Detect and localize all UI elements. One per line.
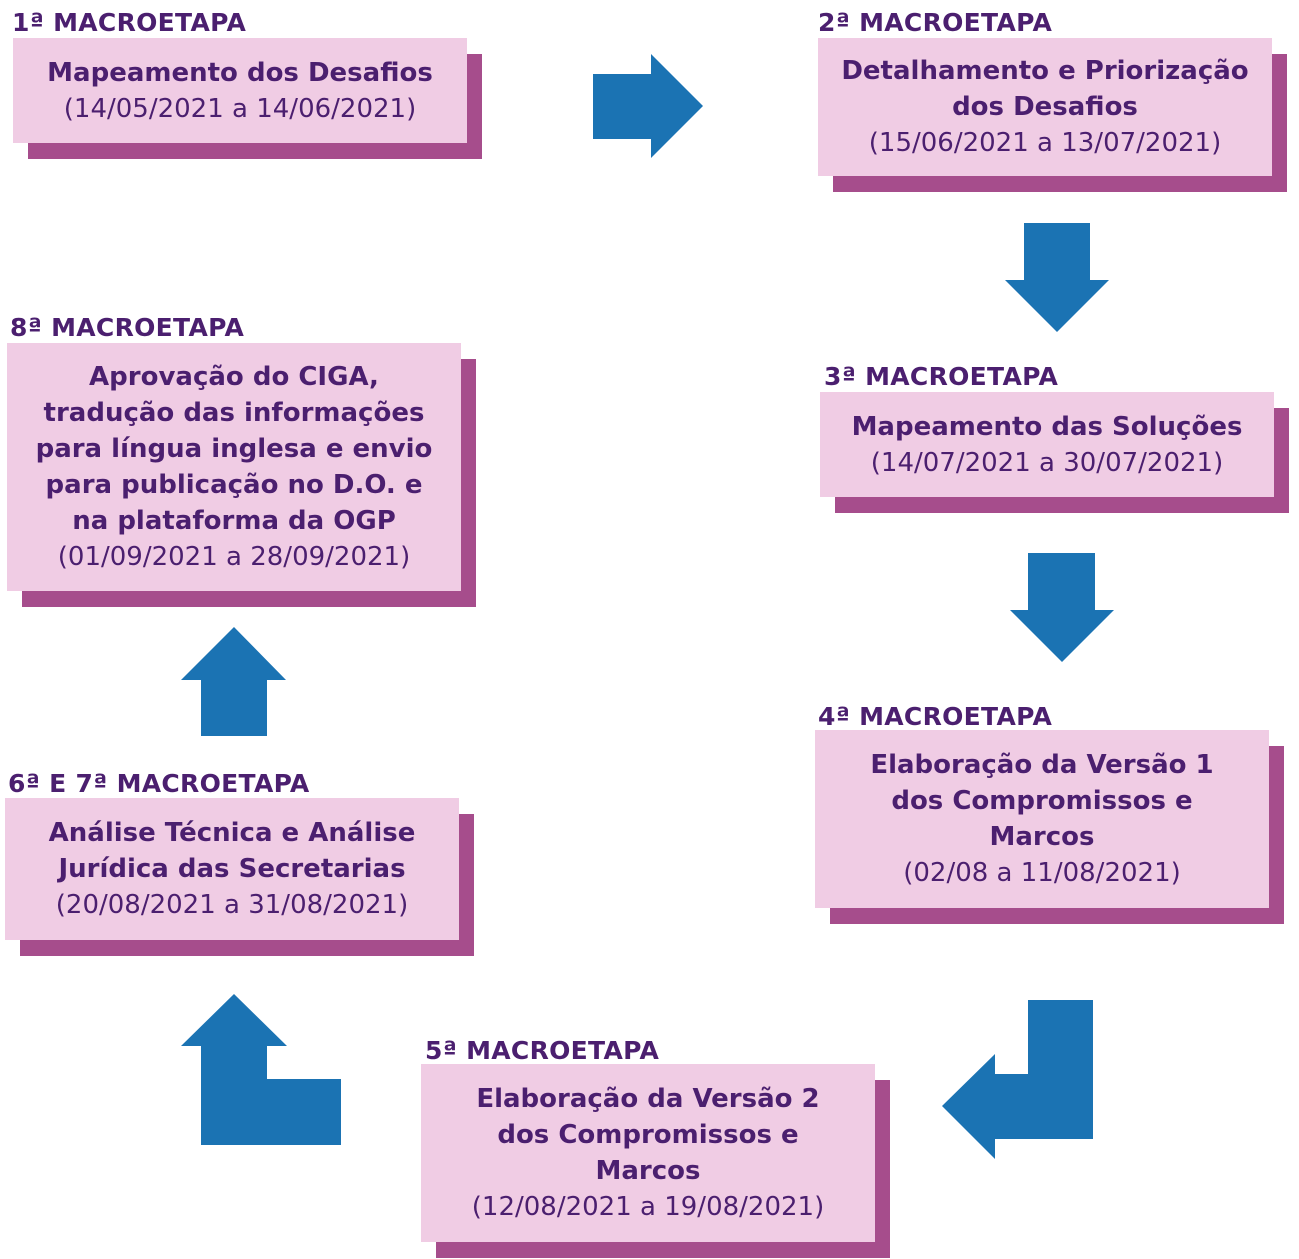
stage-3-title: Mapeamento das Soluções <box>851 411 1243 442</box>
stage-3-dates: (14/07/2021 a 30/07/2021) <box>870 447 1224 478</box>
arrow-bent-up-icon <box>181 994 341 1145</box>
stage-4-dates: (02/08 a 11/08/2021) <box>903 858 1181 888</box>
stage-2-title: Detalhamento e Priorização dos Desafios <box>841 56 1249 122</box>
stage-2-box: Detalhamento e Priorização dos Desafios … <box>818 38 1272 176</box>
stage-5-label: 5ª MACROETAPA <box>425 1036 660 1065</box>
arrow-down-icon <box>1010 553 1114 662</box>
arrow-down-icon <box>1005 223 1109 332</box>
arrow-up-icon <box>181 627 286 736</box>
stage-4-title: Elaboração da Versão 1 dos Compromissos … <box>870 750 1214 852</box>
arrow-right-icon <box>593 54 703 158</box>
arrow-bent-left-icon <box>942 1000 1093 1159</box>
stage-6-7-dates: (20/08/2021 a 31/08/2021) <box>55 890 409 920</box>
stage-4-box: Elaboração da Versão 1 dos Compromissos … <box>815 730 1269 908</box>
stage-8-title: Aprovação do CIGA, tradução das informaç… <box>35 362 433 536</box>
stage-8-box: Aprovação do CIGA, tradução das informaç… <box>7 343 461 591</box>
stage-6-7-title: Análise Técnica e Análise Jurídica das S… <box>48 818 416 884</box>
stage-5-dates: (12/08/2021 a 19/08/2021) <box>471 1192 825 1222</box>
stage-6-7-label: 6ª E 7ª MACROETAPA <box>8 769 310 798</box>
stage-2-label: 2ª MACROETAPA <box>818 8 1053 37</box>
stage-8-dates: (01/09/2021 a 28/09/2021) <box>57 542 411 572</box>
stage-1-box: Mapeamento dos Desafios (14/05/2021 a 14… <box>13 38 467 143</box>
stage-3-label: 3ª MACROETAPA <box>824 362 1059 391</box>
stage-1-dates: (14/05/2021 a 14/06/2021) <box>63 93 417 124</box>
stage-1-label: 1ª MACROETAPA <box>12 8 247 37</box>
stage-5-title: Elaboração da Versão 2 dos Compromissos … <box>476 1084 820 1186</box>
stage-4-label: 4ª MACROETAPA <box>818 702 1053 731</box>
stage-2-dates: (15/06/2021 a 13/07/2021) <box>868 128 1222 158</box>
stage-6-7-box: Análise Técnica e Análise Jurídica das S… <box>5 798 459 940</box>
stage-3-box: Mapeamento das Soluções (14/07/2021 a 30… <box>820 392 1274 497</box>
stage-5-box: Elaboração da Versão 2 dos Compromissos … <box>421 1064 875 1242</box>
stage-8-label: 8ª MACROETAPA <box>10 313 245 342</box>
stage-1-title: Mapeamento dos Desafios <box>47 57 433 88</box>
